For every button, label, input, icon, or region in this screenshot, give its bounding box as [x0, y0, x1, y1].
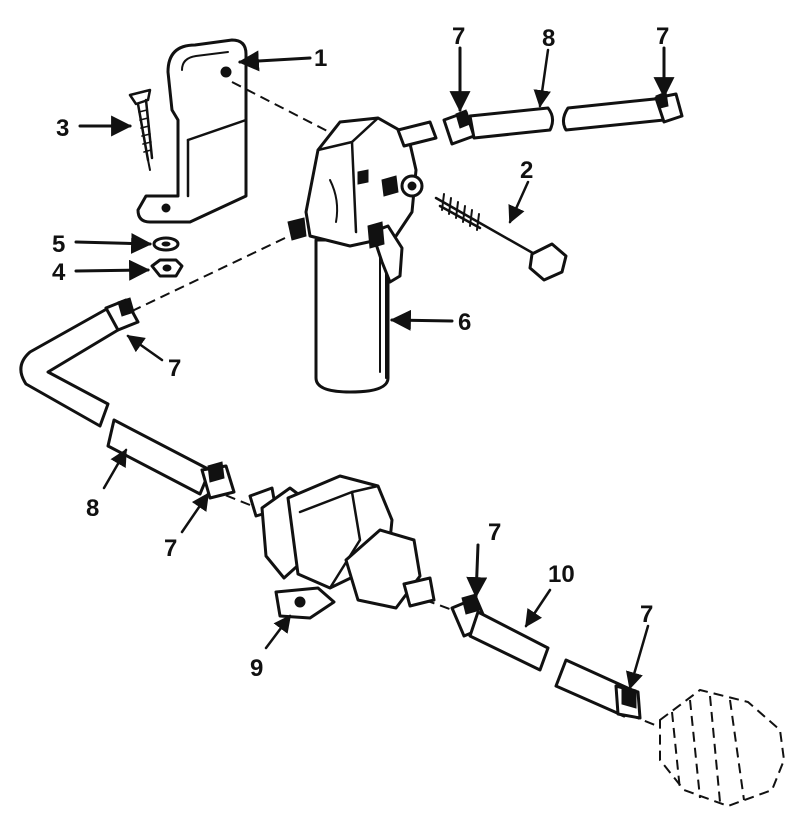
callout-5: 5 [52, 231, 65, 258]
leader-7d [180, 492, 210, 534]
fuel-pump [248, 474, 436, 620]
leader-1 [237, 50, 312, 72]
callout-10: 10 [548, 561, 575, 588]
callout-7d: 7 [164, 535, 177, 562]
callout-7a: 7 [452, 23, 465, 50]
callout-8a: 8 [542, 25, 555, 52]
leader-4 [74, 259, 151, 281]
hose-clamp-bottom-right [614, 684, 642, 720]
callout-7b: 7 [656, 23, 669, 50]
callout-3: 3 [56, 115, 69, 142]
fuel-hose-top [468, 96, 670, 140]
bleed-screw [434, 193, 568, 282]
callout-7e: 7 [488, 519, 501, 546]
leader-7e [466, 543, 488, 599]
leader-5 [74, 232, 153, 254]
callout-4: 4 [52, 259, 66, 286]
callout-6: 6 [458, 309, 471, 336]
screw [128, 88, 154, 171]
callout-9: 9 [250, 655, 263, 682]
hose-clamp-left-lower [200, 461, 236, 500]
leader-7c [126, 334, 164, 362]
leader-2 [508, 180, 530, 224]
lock-washer [152, 236, 180, 252]
callout-1: 1 [314, 45, 327, 72]
hose-clamp-top-left [442, 109, 476, 146]
leader-8a [533, 48, 551, 108]
callout-2: 2 [520, 157, 533, 184]
leader-10 [524, 588, 552, 628]
callout-7f: 7 [640, 601, 653, 628]
leader-7f [625, 624, 650, 690]
leader-9 [264, 614, 292, 650]
callout-8b: 8 [86, 495, 99, 522]
hose-clamp-top-right [654, 91, 684, 124]
callout-7c: 7 [168, 355, 181, 382]
leader-8b [102, 448, 128, 490]
nut [150, 258, 184, 278]
fuel-hose-bottom [468, 610, 634, 718]
inline-strainer [659, 688, 786, 808]
hose-clamp-left-upper [104, 297, 140, 332]
mounting-bracket [136, 38, 248, 224]
leader-6 [389, 309, 454, 331]
fuel-filter [287, 116, 438, 394]
